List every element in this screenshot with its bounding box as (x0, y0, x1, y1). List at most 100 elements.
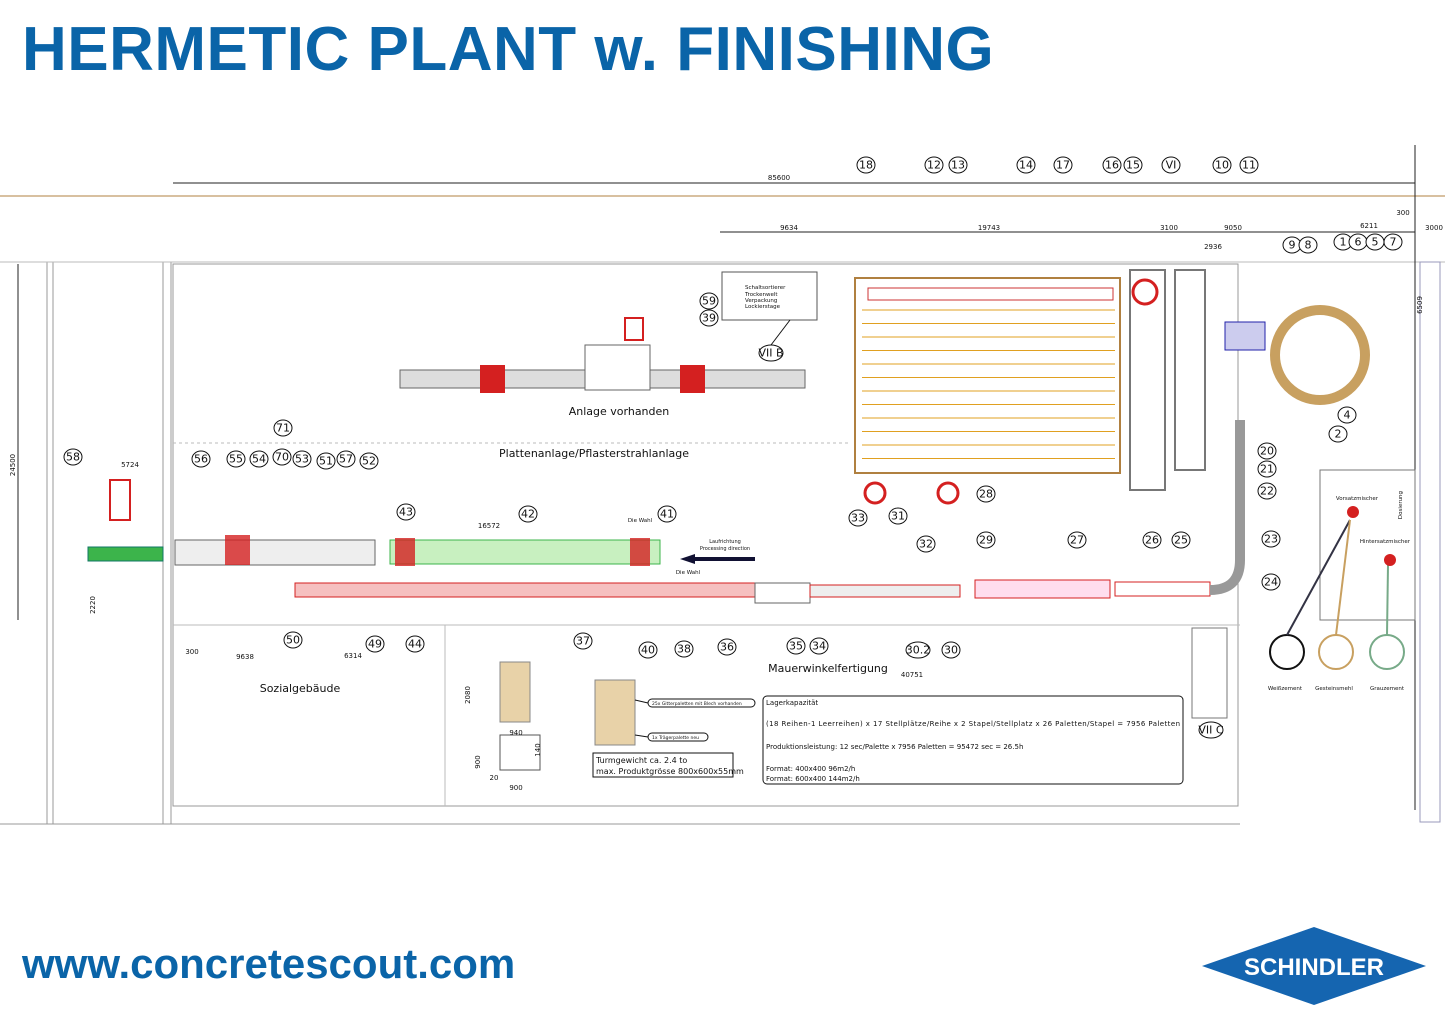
finishing-label: Lockierstage (745, 304, 781, 310)
callout-marker: 10 (1212, 156, 1232, 174)
callout-label: 27 (1070, 534, 1084, 547)
callout-marker: 4 (1337, 406, 1357, 424)
callout-label: 9 (1289, 239, 1296, 252)
callout-label: 30.2 (906, 644, 931, 657)
dimension-label: 85600 (768, 174, 790, 182)
callout-marker: 14 (1016, 156, 1036, 174)
callout-marker: 53 (292, 450, 312, 468)
callout-marker: 38 (674, 640, 694, 658)
callout-marker: 5 (1365, 233, 1385, 251)
callout-marker: 30.2 (905, 641, 931, 659)
dimension-label: 2220 (89, 596, 97, 614)
dimension-label: 6509 (1416, 296, 1424, 314)
callout-label: 2 (1335, 428, 1342, 441)
callout-label: 37 (576, 635, 590, 648)
callout-marker: 8 (1298, 236, 1318, 254)
callout-marker: 33 (848, 509, 868, 527)
callout-marker: 42 (518, 505, 538, 523)
back-mixer-label: Hintersatzmischer (1360, 539, 1411, 545)
callout-label: 4 (1344, 409, 1351, 422)
capacity-box (762, 695, 1184, 785)
direction-arrow-icon (680, 554, 755, 564)
callout-label: 43 (399, 506, 413, 519)
callout-label: 24 (1264, 576, 1278, 589)
callout-marker: VII C (1198, 721, 1224, 739)
silo-label: Weißzement (1268, 686, 1303, 692)
callout-marker: 18 (856, 156, 876, 174)
area-angle-wall: Mauerwinkelfertigung (768, 662, 888, 675)
callout-label: 30 (944, 644, 958, 657)
website-url[interactable]: www.concretescout.com (22, 940, 516, 987)
dimension-label: 40751 (901, 671, 923, 679)
silo-label: Grauzement (1370, 686, 1405, 692)
callout-label: 5 (1372, 236, 1379, 249)
pallet-tower-illustration (499, 661, 756, 778)
building-outline (0, 145, 1445, 825)
capacity-production: Produktionsleistung: 12 sec/Palette x 79… (766, 743, 1023, 751)
callout-marker: 26 (1142, 531, 1162, 549)
callout-marker: 43 (396, 503, 416, 521)
callout-marker: 49 (365, 635, 385, 653)
callout-marker: 23 (1261, 530, 1281, 548)
callout-marker: 2 (1328, 425, 1348, 443)
dimension-label: 24500 (9, 454, 17, 476)
callout-label: 32 (919, 538, 933, 551)
callout-marker: 30 (941, 641, 961, 659)
callout-label: 15 (1126, 159, 1140, 172)
callout-label: 52 (362, 455, 376, 468)
page-title: HERMETIC PLANT w. FINISHING (22, 15, 995, 84)
callout-marker: 70 (272, 448, 292, 466)
callout-marker: 54 (249, 450, 269, 468)
dimension-label: 5724 (121, 461, 139, 469)
callout-marker: 52 (359, 452, 379, 470)
callout-label: VII C (1198, 724, 1224, 737)
schindler-logo: SCHINDLER (1202, 927, 1426, 1005)
dimension-label: 6211 (1360, 222, 1378, 230)
tower-weight: Turmgewicht ca. 2.4 to (595, 756, 687, 765)
area-social-building: Sozialgebäude (260, 682, 341, 695)
callout-label: 22 (1260, 485, 1274, 498)
callout-marker: 28 (976, 485, 996, 503)
callout-label: 34 (812, 640, 826, 653)
dimension-label: 20 (490, 774, 499, 782)
callout-marker: 36 (717, 638, 737, 656)
callout-marker: 44 (405, 635, 425, 653)
finishing-box (721, 271, 818, 346)
dimension-label: 9050 (1224, 224, 1242, 232)
callout-marker: 11 (1239, 156, 1259, 174)
choice-label: Die Wahl (628, 518, 653, 524)
callout-label: 70 (275, 451, 289, 464)
dimension-label: 9634 (780, 224, 798, 232)
callout-label: 50 (286, 634, 300, 647)
callout-marker: 21 (1257, 460, 1277, 478)
callout-label: VII B (758, 347, 783, 360)
callout-marker: 6 (1348, 233, 1368, 251)
callout-label: 1 (1340, 236, 1347, 249)
callout-marker: 15 (1123, 156, 1143, 174)
choice-label: Die Wahl (676, 570, 701, 576)
dimension-label: 300 (185, 648, 198, 656)
callout-marker: 7 (1383, 233, 1403, 251)
capacity-format-2: Format: 600x400 144m2/h (766, 775, 860, 783)
callout-marker: 56 (191, 450, 211, 468)
callout-label: 51 (319, 455, 333, 468)
direction-label: Laufrichtung (709, 539, 741, 545)
callout-marker: 25 (1171, 531, 1191, 549)
callout-label: 6 (1355, 236, 1362, 249)
callout-label: 25 (1174, 534, 1188, 547)
dimension-label: 3100 (1160, 224, 1178, 232)
callout-label: 38 (677, 643, 691, 656)
finishing-label: Trockenwelt (744, 292, 778, 298)
callout-marker: 57 (336, 450, 356, 468)
callout-label: 8 (1305, 239, 1312, 252)
mixing-station (1191, 469, 1416, 719)
dimension-label: 300 (1396, 209, 1409, 217)
dimension-label: 900 (509, 784, 522, 792)
plant-layout-drawing: Schaltsortierer Trockenwelt Verpackung L… (0, 145, 1445, 825)
capacity-title: Lagerkapazität (766, 699, 818, 707)
dimension-label: 2936 (1204, 243, 1222, 251)
callout-label: 33 (851, 512, 865, 525)
callout-label: 21 (1260, 463, 1274, 476)
dimension-label: 16572 (478, 522, 500, 530)
callout-marker: 20 (1257, 442, 1277, 460)
